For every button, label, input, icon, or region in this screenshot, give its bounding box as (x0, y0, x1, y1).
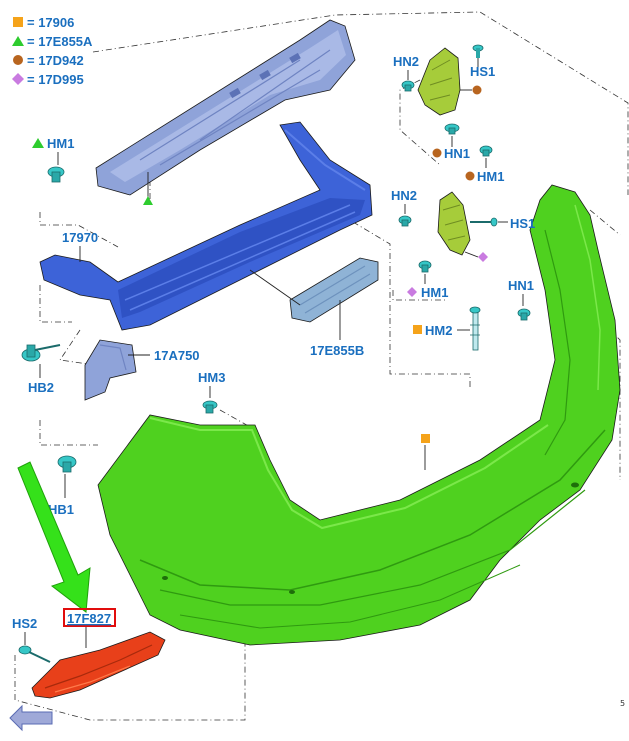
callout-hn2: HN2 (393, 54, 419, 69)
screw-hs2 (18, 645, 51, 663)
callout-hs1: HS1 (470, 64, 495, 79)
clip-hm3 (202, 400, 218, 414)
highlight-box (63, 608, 116, 627)
callout-hs1: HS1 (510, 216, 535, 231)
bracket-mid-right (437, 191, 471, 256)
pointer-arrow (17, 461, 91, 613)
callout-hb2: HB2 (28, 380, 54, 395)
rear-bumper-cover (97, 184, 621, 646)
diamond-marker-icon (407, 287, 417, 297)
callout-17970: 17970 (62, 230, 98, 245)
triangle-marker-icon (32, 138, 44, 148)
legend-item-17d995: = 17D995 (27, 72, 84, 87)
diamond-marker-icon (478, 252, 488, 262)
clip-hm2 (469, 306, 481, 351)
callout-hm2: HM2 (425, 323, 452, 338)
callout-17e855b: 17E855B (310, 343, 364, 358)
callout-hm1: HM1 (421, 285, 448, 300)
triangle-marker-icon (143, 196, 153, 205)
callout-hn1: HN1 (508, 278, 534, 293)
clip-hn1-top (444, 123, 460, 135)
clip-hn2-mid (398, 215, 412, 227)
energy-absorber (289, 257, 379, 323)
legend-item-17e855a: = 17E855A (27, 34, 93, 49)
clip-hn2-top (401, 80, 415, 92)
callout-17f827: 17F827 (67, 611, 111, 626)
square-marker-icon (421, 434, 430, 443)
bumper-reinforcement (39, 121, 373, 331)
callout-hm1: HM1 (477, 169, 504, 184)
square-marker-icon (413, 325, 422, 334)
reflector-17f827 (31, 631, 166, 699)
bolt-hb1 (57, 455, 77, 473)
callout-hm3: HM3 (198, 370, 225, 385)
callout-17a750: 17A750 (154, 348, 200, 363)
callout-hs2: HS2 (12, 616, 37, 631)
screw-hs1-mid (470, 217, 498, 227)
circle-marker-icon (432, 148, 442, 158)
callout-hm1: HM1 (47, 136, 74, 151)
clip-hm1-top (479, 145, 493, 157)
circle-icon (13, 55, 23, 65)
clip-hm1-left (47, 166, 65, 183)
screw-hs1-top (472, 44, 484, 58)
bolt-hb2 (21, 344, 61, 362)
callout-hn1: HN1 (444, 146, 470, 161)
clip-hn1-right (517, 308, 531, 321)
triangle-icon (12, 36, 24, 46)
page-marker: 5 (620, 699, 625, 708)
circle-marker-icon (472, 85, 482, 95)
diamond-icon (12, 73, 24, 85)
view-direction-icon (9, 704, 53, 732)
bracket-upper-right (417, 47, 461, 116)
legend-item-17d942: = 17D942 (27, 53, 84, 68)
circle-marker-icon (465, 171, 475, 181)
clip-hm1-mid (418, 260, 432, 273)
bracket-17a750 (84, 339, 137, 401)
callout-hn2: HN2 (391, 188, 417, 203)
legend: = 17906 = 17E855A = 17D942 = 17D995 (12, 15, 93, 87)
legend-item-17906: = 17906 (27, 15, 74, 30)
upper-beam (95, 19, 356, 196)
square-icon (13, 17, 23, 27)
callout-hb1: HB1 (48, 502, 74, 517)
